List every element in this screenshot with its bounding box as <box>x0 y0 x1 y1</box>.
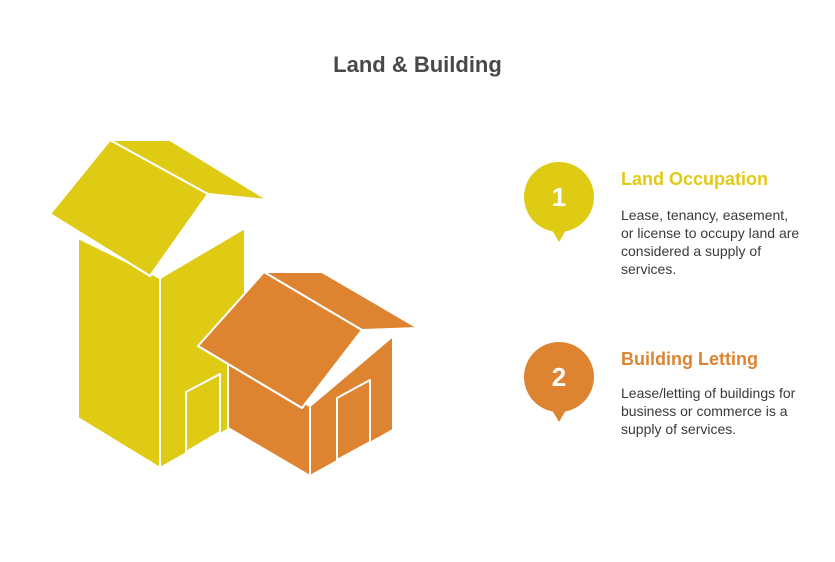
step-1-title: Land Occupation <box>621 169 769 189</box>
step-2-number: 2 <box>551 362 567 392</box>
tall-building-icon <box>49 139 269 469</box>
step-1-description: Lease, tenancy, easement, or license to … <box>621 207 800 277</box>
pin-2-shape <box>524 342 594 422</box>
pin-1-shape <box>524 162 594 242</box>
step-2-description: Lease/letting of buildings for business … <box>621 385 796 437</box>
house-icon <box>197 271 419 477</box>
step-1-marker: 1 <box>524 162 594 244</box>
step-1-number: 1 <box>551 182 567 212</box>
step-2-title: Building Letting <box>621 349 758 369</box>
step-2-marker: 2 <box>524 342 594 424</box>
page-title: Land & Building <box>333 52 502 77</box>
